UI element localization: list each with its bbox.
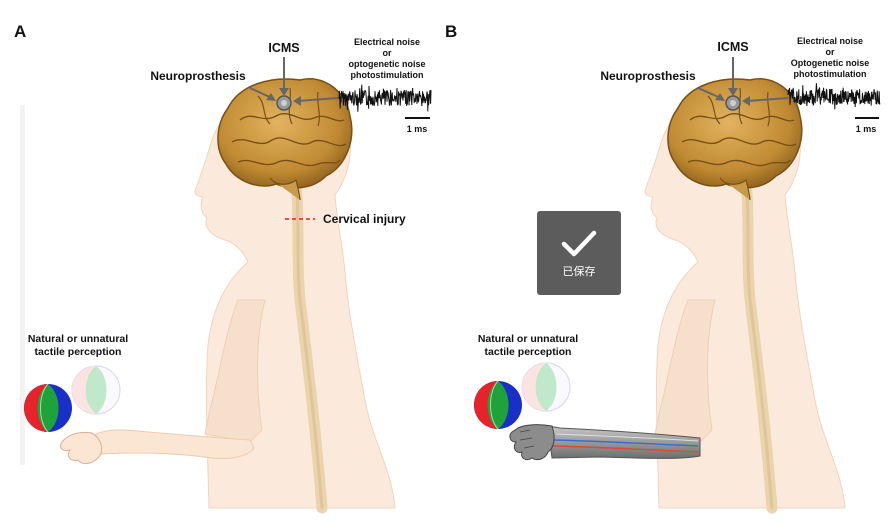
- noise-label-line4: photostimulation: [794, 69, 867, 79]
- scale-bar-label: 1 ms: [407, 124, 428, 134]
- perception-sphere: [474, 380, 522, 430]
- perception-label-line2: tactile perception: [485, 346, 572, 358]
- spinal-cord-core: [744, 178, 774, 510]
- prosthetic-arm: [509, 424, 701, 461]
- icms-label: ICMS: [268, 41, 299, 55]
- noise-arrow: [297, 97, 339, 102]
- perception-label-line2: tactile perception: [35, 346, 122, 358]
- electrode-core: [281, 100, 287, 106]
- icms-label: ICMS: [717, 40, 748, 54]
- brain-illustration: [667, 78, 803, 201]
- noise-label-line3: Optogenetic noise: [791, 58, 870, 68]
- brain-illustration: [217, 78, 353, 201]
- neuroprosthesis-label: Neuroprosthesis: [600, 69, 696, 83]
- checkmark-icon: [561, 230, 597, 257]
- hand: [60, 431, 103, 465]
- noise-arrowhead: [742, 96, 750, 106]
- perception-label-line1: Natural or unnatural: [28, 333, 128, 345]
- noise-label-line1: Electrical noise: [354, 37, 420, 47]
- noise-label-line4: photostimulation: [351, 70, 424, 80]
- noise-label-line2: or: [383, 48, 392, 58]
- panel-b: B ICMS N: [445, 22, 881, 514]
- scale-bar-label: 1 ms: [856, 124, 877, 134]
- noise-trace: [338, 84, 432, 112]
- noise-label-line3: optogenetic noise: [348, 59, 425, 69]
- noise-label-line1: Electrical noise: [797, 36, 863, 46]
- perception-label-line1: Natural or unnatural: [478, 333, 578, 345]
- faded-perception-sphere: [521, 362, 571, 412]
- background-bar: [20, 105, 25, 465]
- neuroprosthesis-arrowhead: [266, 93, 276, 101]
- noise-arrowhead: [293, 96, 301, 106]
- electrode-core: [730, 100, 736, 106]
- noise-label-line2: or: [826, 47, 835, 57]
- neuroprosthesis-arrowhead: [715, 93, 725, 101]
- panel-a-letter: A: [14, 22, 26, 41]
- faded-perception-sphere: [71, 365, 121, 415]
- panel-a: A ICMS Neu: [14, 22, 432, 514]
- perception-sphere: [24, 383, 72, 433]
- panel-b-letter: B: [445, 22, 457, 41]
- noise-arrow: [746, 97, 789, 102]
- saved-toast: 已保存: [537, 211, 621, 295]
- icms-arrowhead: [279, 88, 289, 96]
- injury-label: Cervical injury: [323, 212, 406, 226]
- noise-trace: [787, 83, 881, 110]
- icms-arrowhead: [728, 88, 738, 96]
- toast-text: 已保存: [562, 265, 596, 278]
- neuroprosthesis-label: Neuroprosthesis: [150, 69, 246, 83]
- spinal-cord-core: [294, 178, 324, 510]
